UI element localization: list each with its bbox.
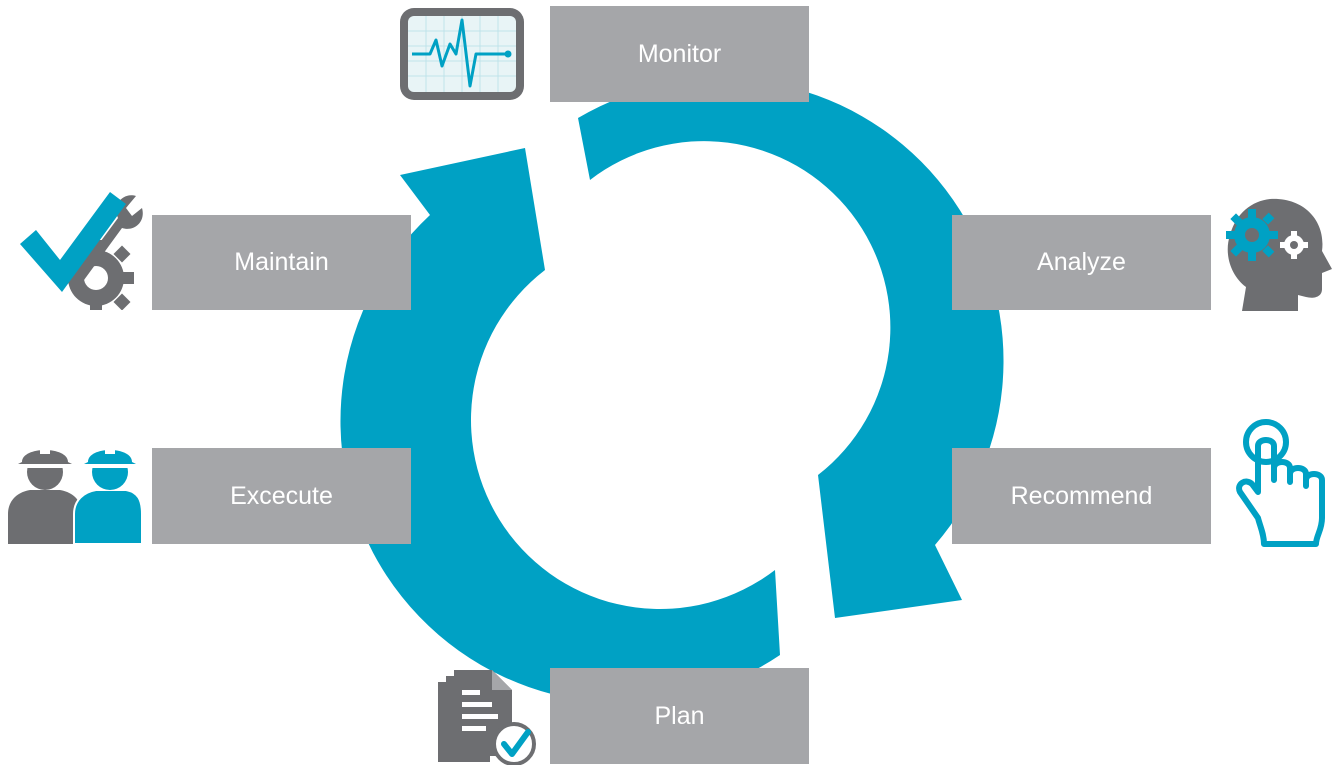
document-check-icon <box>438 670 536 765</box>
step-label-recommend: Recommend <box>1010 481 1153 510</box>
heart-monitor-icon <box>400 8 524 100</box>
cycle-arrow-left <box>340 148 780 704</box>
step-label-monitor: Monitor <box>637 39 722 68</box>
step-plan: Plan <box>550 668 809 764</box>
head-gears-icon <box>1226 198 1332 311</box>
step-recommend: Recommend <box>952 448 1211 544</box>
workers-hardhat-icon <box>8 442 143 545</box>
pointing-hand-icon <box>1236 419 1325 547</box>
step-label-analyze: Analyze <box>1037 248 1126 276</box>
step-analyze: Analyze <box>952 215 1211 310</box>
checkmark-wrench-gear-icon <box>20 192 143 310</box>
step-label-maintain: Maintain <box>234 248 329 276</box>
cycle-arrow-right <box>578 78 1004 618</box>
cycle-tab-right <box>945 325 985 440</box>
step-maintain: Maintain <box>152 215 411 310</box>
step-label-execute: Excecute <box>230 481 333 510</box>
step-execute: Excecute <box>152 448 411 544</box>
step-label-plan: Plan <box>654 701 705 730</box>
cycle-tab-left <box>372 325 412 440</box>
step-monitor: Monitor <box>550 6 809 102</box>
